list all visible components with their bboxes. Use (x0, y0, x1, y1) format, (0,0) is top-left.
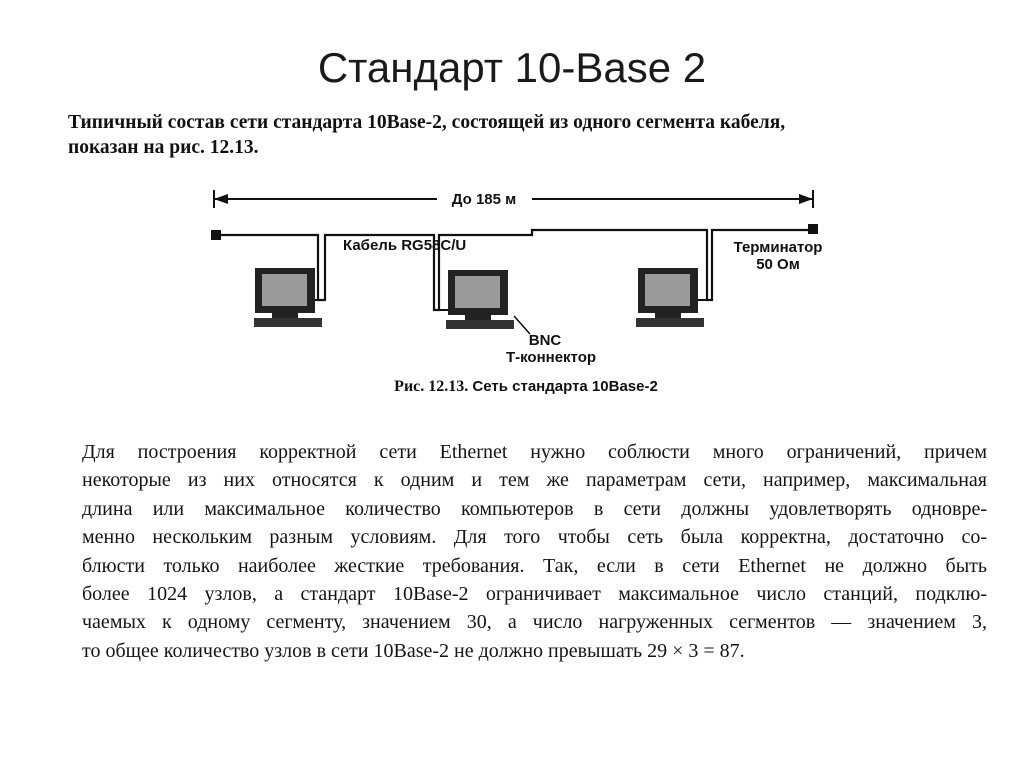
intro-line: показан на рис. 12.13. (68, 137, 259, 158)
distance-label: До 185 м (452, 191, 517, 208)
body-line: блюсти только наиболее жесткие требовани… (82, 554, 987, 577)
bnc-label-line1: BNC (529, 332, 562, 349)
body-line: более 1024 узлов, а стандарт 10Base-2 ог… (82, 583, 987, 606)
terminator-icon (808, 224, 818, 234)
terminator-icon (211, 230, 221, 240)
distance-dimension (213, 190, 814, 208)
terminator-label-line2: 50 Ом (756, 256, 800, 273)
cable-label: Кабель RG58C/U (343, 237, 466, 254)
bnc-leader-line (513, 315, 531, 335)
slide-title: Стандарт 10-Base 2 (317, 44, 707, 91)
body-line: длина или максимальное количество компью… (82, 497, 987, 520)
computer-icon (439, 270, 514, 329)
network-diagram: До 185 м Кабель RG58C/U Терминатор 50 Ом… (211, 190, 823, 395)
figure-caption: Рис. 12.13. Сеть стандарта 10Base-2 (394, 378, 658, 395)
bnc-label-line2: Т-коннектор (506, 349, 596, 366)
intro-line: Типичный состав сети стандарта 10Base-2,… (68, 112, 786, 133)
coax-cable (221, 228, 808, 312)
intro-paragraph: Типичный состав сети стандарта 10Base-2,… (68, 110, 988, 160)
body-paragraph: Для построения корректной сети Ethernet … (82, 438, 987, 665)
body-line: некоторые из них относятся к одним и тем… (82, 469, 987, 492)
body-line: чаемых к одному сегменту, значением 30, … (82, 611, 987, 634)
computer-icon (636, 268, 707, 327)
figure-caption-text: Сеть стандарта 10Base-2 (468, 378, 658, 395)
body-line: Для построения корректной сети Ethernet … (82, 441, 987, 463)
terminator-label-line1: Терминатор (734, 239, 823, 256)
figure-caption-number: Рис. 12.13. (394, 378, 468, 395)
computer-icon (254, 268, 322, 327)
body-line: менно нескольким разным условиям. Для то… (82, 526, 987, 549)
body-line: то общее количество узлов в сети 10Base-… (82, 639, 745, 662)
